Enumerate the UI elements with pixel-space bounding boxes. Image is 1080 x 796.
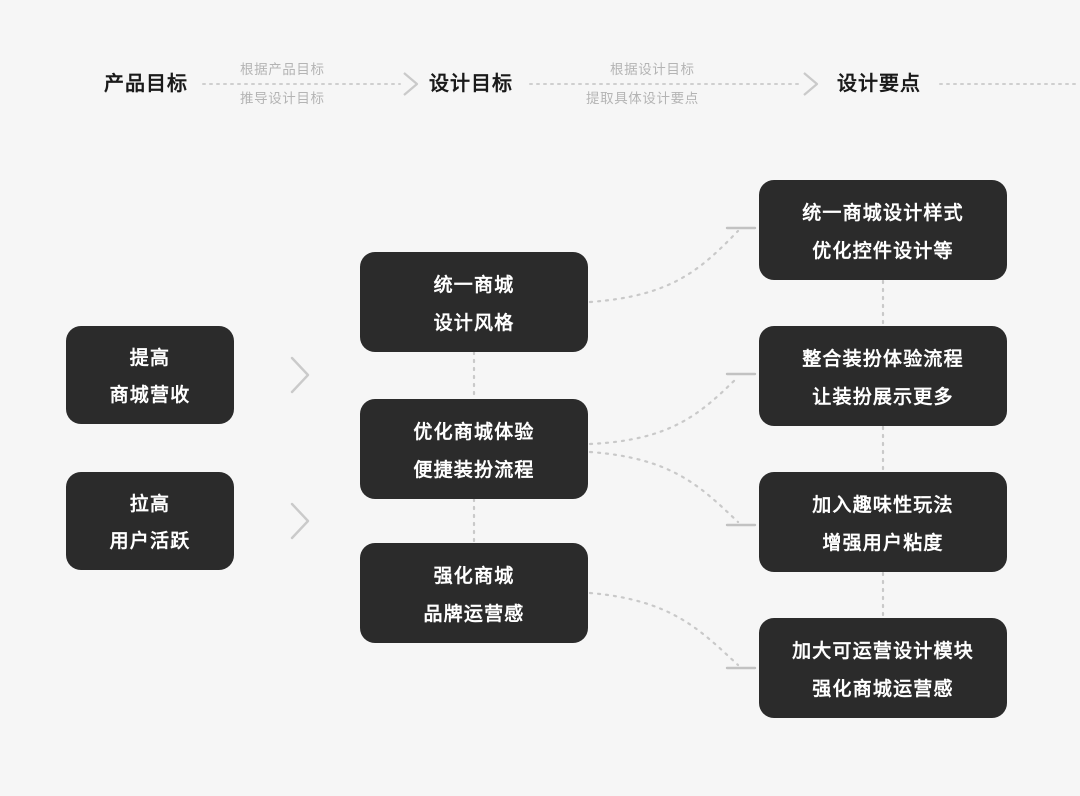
card-line-2: 增强用户粘度 <box>822 532 944 554</box>
design-goal-card-1[interactable]: 统一商城 设计风格 <box>360 252 588 352</box>
design-point-card-3[interactable]: 加入趣味性玩法 增强用户粘度 <box>759 472 1007 572</box>
chevron-pg2 <box>290 502 310 540</box>
card-line-2: 用户活跃 <box>109 531 191 552</box>
stage-title-design-point: 设计要点 <box>837 73 921 95</box>
card-line-2: 设计风格 <box>433 312 515 334</box>
product-goal-card-1[interactable]: 提高 商城营收 <box>66 326 234 424</box>
stage-title-design-goal: 设计目标 <box>429 73 513 95</box>
transition-1-top: 根据产品目标 <box>240 62 325 77</box>
link-dg1-dp1 <box>588 229 740 304</box>
card-line-1: 加大可运营设计模块 <box>792 640 974 662</box>
card-line-2: 品牌运营感 <box>423 603 525 625</box>
stage-title-product-goal: 产品目标 <box>104 73 188 95</box>
design-point-card-1[interactable]: 统一商城设计样式 优化控件设计等 <box>759 180 1007 280</box>
design-goal-card-3[interactable]: 强化商城 品牌运营感 <box>360 543 588 643</box>
design-point-card-2[interactable]: 整合装扮体验流程 让装扮展示更多 <box>759 326 1007 426</box>
design-goal-card-2[interactable]: 优化商城体验 便捷装扮流程 <box>360 399 588 499</box>
card-line-1: 拉高 <box>129 494 171 515</box>
card-line-1: 统一商城设计样式 <box>802 202 964 224</box>
transition-2-top: 根据设计目标 <box>610 62 695 77</box>
product-goal-card-2[interactable]: 拉高 用户活跃 <box>66 472 234 570</box>
header-chevron-1 <box>403 72 419 96</box>
card-line-1: 统一商城 <box>433 274 515 296</box>
card-line-1: 提高 <box>129 348 171 369</box>
link-dg2-dp2 <box>588 375 740 446</box>
card-line-2: 让装扮展示更多 <box>812 386 954 408</box>
link-dg2-dp3 <box>588 450 740 524</box>
link-dg3-dp4 <box>588 591 740 667</box>
header-chevron-2 <box>803 72 819 96</box>
card-line-1: 强化商城 <box>433 565 515 587</box>
card-line-2: 商城营收 <box>109 385 191 406</box>
card-line-2: 便捷装扮流程 <box>413 459 535 481</box>
card-line-2: 优化控件设计等 <box>812 240 954 262</box>
chevron-pg1 <box>290 356 310 394</box>
design-point-card-4[interactable]: 加大可运营设计模块 强化商城运营感 <box>759 618 1007 718</box>
card-line-2: 强化商城运营感 <box>812 678 954 700</box>
transition-1-bottom: 推导设计目标 <box>240 91 325 106</box>
transition-2-bottom: 提取具体设计要点 <box>586 91 699 106</box>
card-line-1: 整合装扮体验流程 <box>802 348 964 370</box>
card-line-1: 优化商城体验 <box>413 421 535 443</box>
card-line-1: 加入趣味性玩法 <box>812 494 954 516</box>
